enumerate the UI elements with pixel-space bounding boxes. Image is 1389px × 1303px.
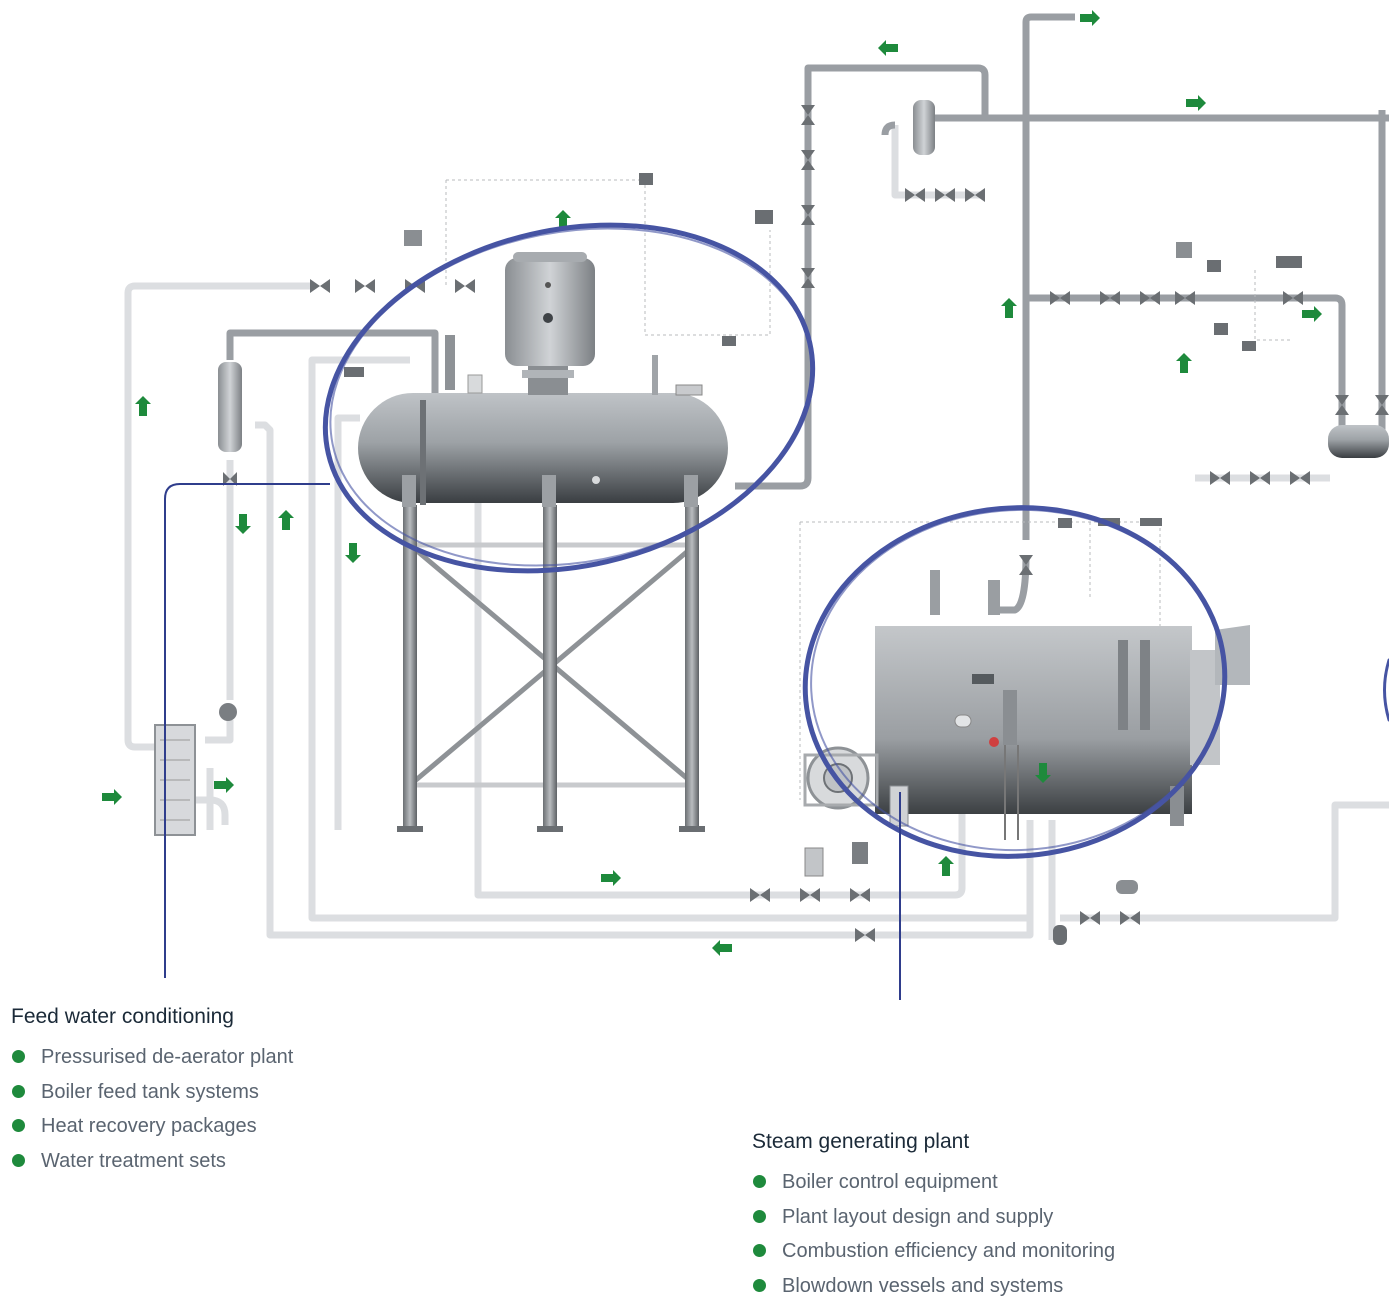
list-item: Boiler control equipment (752, 1165, 1115, 1200)
list-item-label: Pressurised de-aerator plant (41, 1046, 293, 1068)
steam-generating-plant-panel: Steam generating plant Boiler control eq… (752, 1129, 1115, 1303)
feed-water-conditioning-title: Feed water conditioning (11, 1004, 293, 1030)
list-item: Heat recovery packages (11, 1109, 293, 1144)
feed-water-pipes (128, 125, 1389, 940)
bullet-dot-icon (12, 1050, 25, 1063)
list-item-label: Water treatment sets (41, 1150, 226, 1172)
steam-generating-plant-list: Boiler control equipment Plant layout de… (752, 1165, 1115, 1303)
list-item-label: Blowdown vessels and systems (782, 1275, 1063, 1297)
separators (218, 100, 1389, 945)
list-item-label: Heat recovery packages (41, 1115, 257, 1137)
feed-tank (358, 252, 728, 507)
bullet-dot-icon (12, 1085, 25, 1098)
list-item: Combustion efficiency and monitoring (752, 1234, 1115, 1269)
heat-exchanger (155, 725, 195, 835)
list-item: Pressurised de-aerator plant (11, 1040, 293, 1075)
steam-plant-diagram (0, 0, 1389, 1000)
list-item: Water treatment sets (11, 1144, 293, 1179)
list-item-label: Plant layout design and supply (782, 1206, 1053, 1228)
callout-lines (165, 484, 900, 1000)
list-item: Blowdown vessels and systems (752, 1269, 1115, 1303)
bullet-dot-icon (12, 1154, 25, 1167)
bullet-dot-icon (12, 1119, 25, 1132)
bullet-dot-icon (753, 1210, 766, 1223)
feed-water-conditioning-panel: Feed water conditioning Pressurised de-a… (11, 1004, 293, 1178)
list-item-label: Boiler feed tank systems (41, 1081, 259, 1103)
bullet-dot-icon (753, 1175, 766, 1188)
list-item: Plant layout design and supply (752, 1200, 1115, 1235)
steam-generating-plant-title: Steam generating plant (752, 1129, 1115, 1155)
bullet-dot-icon (753, 1279, 766, 1292)
feed-water-conditioning-list: Pressurised de-aerator plant Boiler feed… (11, 1040, 293, 1178)
boiler (805, 625, 1250, 840)
tank-stand (397, 505, 705, 832)
bullet-dot-icon (753, 1244, 766, 1257)
list-item: Boiler feed tank systems (11, 1075, 293, 1110)
list-item-label: Boiler control equipment (782, 1171, 998, 1193)
valves (219, 105, 1389, 942)
list-item-label: Combustion efficiency and monitoring (782, 1240, 1115, 1262)
